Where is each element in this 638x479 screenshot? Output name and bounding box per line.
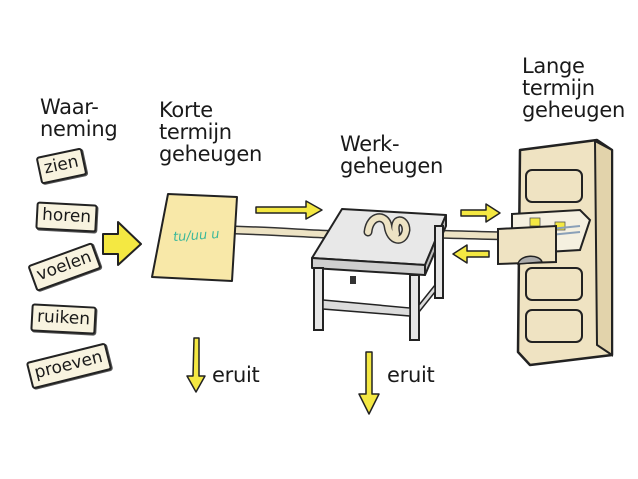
out-arrow-2-icon bbox=[358, 351, 380, 415]
arrow-from-longterm-icon bbox=[452, 244, 490, 264]
sense-hear: horen bbox=[35, 201, 98, 233]
arrow-to-working-icon bbox=[255, 200, 323, 220]
note-paper bbox=[151, 193, 238, 282]
table-icon bbox=[311, 208, 447, 341]
out-label-2: eruit bbox=[387, 363, 435, 387]
short-term-memory-label: Korte termijn geheugen bbox=[159, 98, 262, 166]
perception-label: Waar- neming bbox=[40, 95, 118, 141]
sense-smell: ruiken bbox=[30, 303, 97, 335]
filing-cabinet-icon bbox=[497, 138, 614, 367]
arrow-to-longterm-icon bbox=[460, 203, 501, 223]
long-term-memory-label: Lange termijn geheugen bbox=[522, 54, 625, 122]
out-arrow-1-icon bbox=[186, 337, 206, 393]
perception-arrow-icon bbox=[102, 221, 142, 266]
note-scribble: tu/uu u bbox=[173, 227, 221, 245]
out-label-1: eruit bbox=[212, 363, 260, 387]
working-memory-label: Werk- geheugen bbox=[340, 132, 443, 178]
